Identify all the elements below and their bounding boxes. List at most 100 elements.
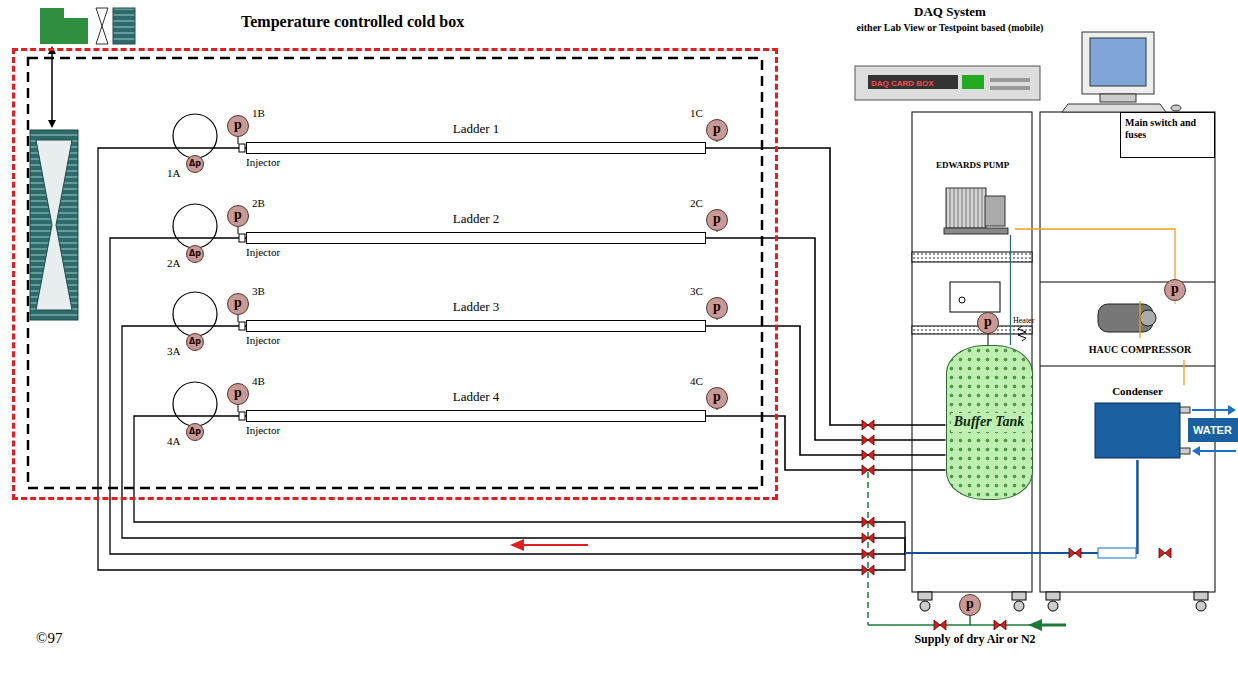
injector — [239, 144, 245, 152]
gauge-stem — [717, 319, 718, 320]
part-name: Injector — [246, 156, 280, 168]
region-heading: Temperature controlled cold box — [241, 13, 464, 31]
supply-label: Supply of dry Air or N2 — [860, 632, 1090, 647]
loop-coil — [173, 204, 217, 248]
part-name: EDWARDS PUMP — [930, 160, 1015, 171]
callout-number: 4A — [167, 435, 180, 447]
part-name: Injector — [246, 424, 280, 436]
condenser: Condenser — [1085, 385, 1190, 460]
copyright-mark: ©97 — [36, 630, 62, 647]
callout-number: 3B — [252, 285, 265, 297]
ladder-tube: Ladder 1 — [246, 142, 706, 154]
gauge-symbol: p — [234, 296, 242, 310]
gauge-stem — [238, 227, 239, 234]
loop-coil — [173, 292, 217, 336]
gauge-symbol: p — [234, 118, 242, 132]
pipe-line — [1139, 301, 1140, 338]
pipe-line — [1010, 235, 1011, 345]
valve-symbol — [862, 549, 874, 559]
vacuum-pump: EDWARDS PUMP — [930, 160, 1015, 235]
gauge-symbol: p — [713, 300, 721, 314]
pipe-line — [1015, 229, 1175, 279]
loop-coil — [173, 114, 217, 158]
dp-gauge: Δp — [186, 155, 204, 173]
part-name: Injector — [246, 334, 280, 346]
valve-symbol — [1069, 548, 1081, 558]
gauge-symbol: p — [234, 208, 242, 222]
ladder-tube: Ladder 4 — [246, 410, 706, 422]
pipe-line — [122, 326, 1138, 553]
computer — [1062, 32, 1181, 112]
compressor: HAUC COMPRESSOR — [1080, 338, 1200, 360]
part-name: Heater — [1013, 316, 1034, 325]
callout-number: 3C — [690, 285, 703, 297]
pipe-line — [110, 238, 1138, 554]
pipe-line — [706, 148, 946, 425]
pipe-line — [706, 238, 946, 440]
part-name: Main switch and fuses — [1125, 117, 1210, 141]
gauge-symbol: Δp — [189, 250, 201, 258]
pressure-gauge: p — [977, 312, 999, 334]
valve-symbol — [862, 465, 874, 475]
system-note: either Lab View or Testpoint based (mobi… — [850, 22, 1050, 34]
valve-symbol — [1159, 548, 1171, 558]
ladder-tube: Ladder 3 — [246, 320, 706, 332]
pressure-gauge: p — [706, 209, 728, 231]
gauge-stem — [717, 409, 718, 410]
daq-box — [855, 66, 1040, 100]
gauge-symbol: Δp — [189, 428, 201, 436]
dp-gauge: Δp — [186, 333, 204, 351]
valve-symbol — [862, 420, 874, 430]
pipe-line — [706, 326, 946, 455]
part-name: Buffer Tank — [951, 413, 1027, 431]
cold-box: Temperature controlled cold boxLadder 1L… — [12, 48, 778, 500]
flow-arrow — [510, 539, 588, 551]
inner-box — [28, 58, 762, 488]
cooling-unit — [30, 8, 135, 320]
injector — [239, 412, 245, 420]
gauge-symbol: p — [713, 122, 721, 136]
valve-symbol — [994, 620, 1006, 630]
gauge-symbol: p — [713, 212, 721, 226]
condenser-figure — [1095, 403, 1238, 458]
ladder-name: Ladder 2 — [247, 211, 705, 227]
filter — [1098, 548, 1136, 558]
pressure-gauge: p — [706, 119, 728, 141]
pressure-gauge: p — [959, 594, 981, 616]
loop-coil — [173, 382, 217, 426]
callout-number: 1B — [252, 107, 265, 119]
buffer-tank: Buffer Tank — [946, 345, 1033, 500]
gauge-symbol: p — [234, 386, 242, 400]
display-text: DAQ CARD BOX — [871, 79, 934, 88]
gauge-stem — [717, 231, 718, 232]
ladder-tube: Ladder 2 — [246, 232, 706, 244]
valve-symbol — [862, 533, 874, 543]
valve-symbol — [862, 517, 874, 527]
gauge-symbol: p — [966, 597, 974, 611]
pressure-gauge: p — [227, 293, 249, 315]
gauge-symbol: Δp — [189, 338, 201, 346]
gauge-symbol: p — [984, 315, 992, 329]
valve-symbol — [862, 435, 874, 445]
callout-number: 2A — [167, 257, 180, 269]
pressure-gauge: p — [227, 205, 249, 227]
pressure-gauge: p — [706, 297, 728, 319]
pressure-gauge: p — [227, 383, 249, 405]
pressure-gauge: p — [706, 387, 728, 409]
pressure-gauge: p — [1164, 279, 1186, 301]
system-title: DAQ System — [840, 4, 1060, 20]
valve-symbol — [862, 565, 874, 575]
callout-number: 1A — [167, 167, 180, 179]
switch-box: Main switch and fuses — [1120, 112, 1215, 158]
ladder-name: Ladder 4 — [247, 389, 705, 405]
callout-number: 1C — [690, 107, 703, 119]
gauge-stem — [238, 405, 239, 412]
injector — [239, 234, 245, 242]
callout-number: 3A — [167, 345, 180, 357]
dp-gauge: Δp — [186, 245, 204, 263]
valve-symbol — [862, 450, 874, 460]
part-name: HAUC COMPRESSOR — [1089, 344, 1192, 355]
valve-symbol — [934, 620, 946, 630]
